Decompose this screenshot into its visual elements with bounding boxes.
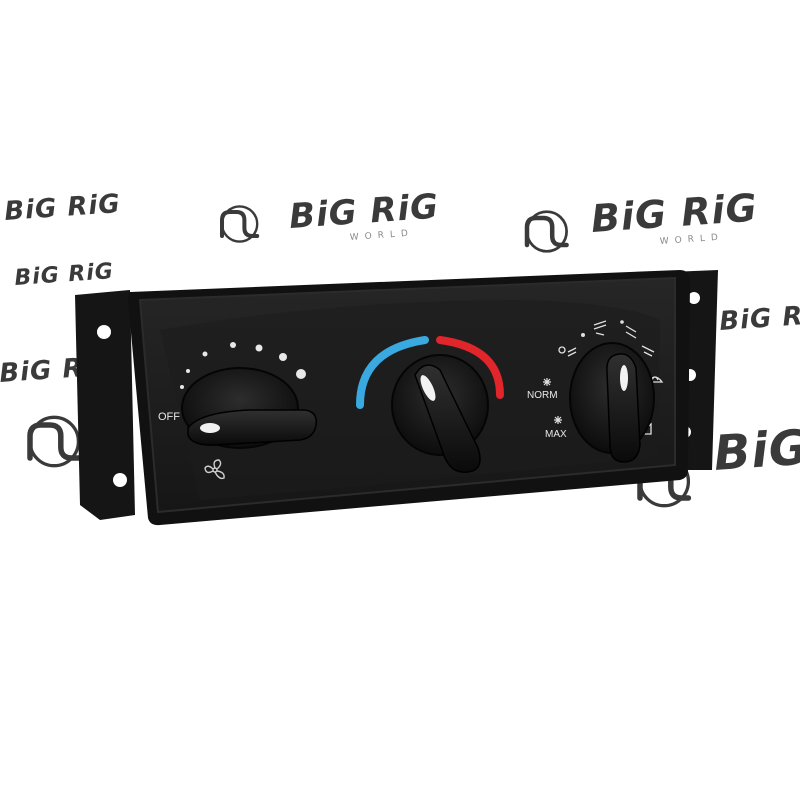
mode-norm-label: NORM bbox=[527, 390, 558, 401]
watermark-sub-3: WORLD bbox=[660, 233, 725, 247]
mode-indicator bbox=[620, 365, 628, 391]
vent-bilevel-icon bbox=[593, 320, 607, 336]
temperature-indicator bbox=[420, 375, 436, 401]
mounting-hole bbox=[97, 325, 111, 339]
ac-norm-snowflake-icon bbox=[543, 378, 551, 386]
mode-knob-handle[interactable] bbox=[606, 353, 641, 463]
big-rig-logo-icon bbox=[30, 417, 78, 465]
watermark-brand-7: BiG RiG bbox=[712, 412, 800, 482]
vent-floor-defrost-icon bbox=[641, 345, 655, 357]
watermark-brand-3: BiG RiG bbox=[590, 185, 760, 241]
fan-speed-indicator bbox=[200, 423, 220, 433]
cold-arc bbox=[356, 336, 429, 409]
big-rig-logo-icon bbox=[222, 206, 257, 241]
big-rig-logo-icon bbox=[527, 212, 567, 252]
watermark-brand-4: BiG RiG bbox=[14, 259, 115, 291]
fan-icon bbox=[204, 459, 225, 480]
hot-arc bbox=[436, 336, 504, 399]
mode-max-label: MAX bbox=[545, 429, 567, 440]
fan-off-label: OFF bbox=[158, 411, 180, 423]
watermark-brand-1: BiG RiG bbox=[3, 189, 121, 227]
vent-face-icon bbox=[558, 346, 577, 357]
mode-control[interactable]: NORM MAX bbox=[527, 320, 664, 463]
mounting-hole bbox=[113, 473, 127, 487]
vent-floor-icon bbox=[625, 325, 637, 339]
watermark-brand-5: BiG RiG bbox=[718, 299, 800, 337]
watermark-brand-2: BiG RiG bbox=[288, 187, 440, 237]
ac-max-snowflake-icon bbox=[554, 416, 562, 424]
fan-speed-knob-handle[interactable] bbox=[187, 409, 318, 446]
watermark-sub-2: WORLD bbox=[350, 229, 415, 243]
watermark-row-top: BiG RiG BiG RiG WORLD BiG RiG WORLD bbox=[3, 185, 759, 251]
mounting-hole bbox=[688, 292, 700, 304]
fan-speed-control[interactable]: OFF bbox=[158, 342, 318, 480]
fan-speed-dots bbox=[180, 342, 306, 389]
mounting-flange-left bbox=[75, 290, 135, 520]
temperature-control[interactable] bbox=[356, 336, 504, 473]
